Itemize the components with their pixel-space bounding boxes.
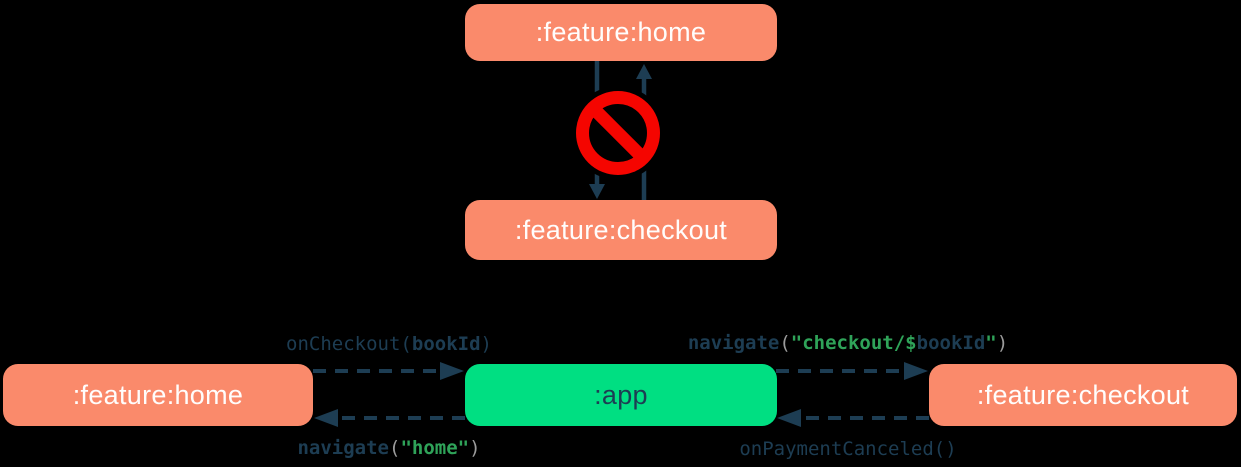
arrow-home-to-checkout (589, 61, 605, 199)
module-box-app: :app (465, 364, 777, 426)
code-segment: ) (469, 437, 481, 459)
code-segment: ( (779, 332, 791, 354)
module-box-feature-checkout-top: :feature:checkout (465, 200, 777, 260)
code-segment: onCheckout( (286, 333, 412, 355)
module-label-feature-checkout: :feature:checkout (976, 379, 1190, 410)
label-navigate-home-call: navigate("home") (297, 437, 480, 460)
code-segment: ) (480, 333, 492, 355)
module-label-app: :app (594, 379, 648, 410)
code-segment: "home" (400, 437, 470, 459)
no-entry-icon (571, 86, 665, 180)
code-segment: onPaymentCanceled() (739, 438, 957, 460)
module-box-feature-home: :feature:home (3, 364, 313, 426)
code-segment: bookId (411, 333, 481, 355)
code-segment: "checkout/$ (790, 332, 917, 354)
code-segment: ( (388, 437, 401, 459)
label-onpaymentcanceled-call: onPaymentCanceled() (739, 438, 956, 461)
arrow-checkout-to-home (636, 64, 652, 200)
arrow-app-to-checkout (776, 362, 928, 380)
label-navigate-checkout-call: navigate("checkout/$bookId") (688, 332, 1008, 355)
code-segment: navigate (687, 332, 780, 354)
code-segment: ) (996, 332, 1009, 354)
module-label-feature-home: :feature:home (72, 379, 244, 410)
arrow-checkout-to-app (777, 409, 929, 427)
module-box-feature-home-top: :feature:home (465, 4, 777, 61)
module-box-feature-checkout: :feature:checkout (929, 364, 1237, 426)
label-oncheckout-call: onCheckout(bookId) (286, 333, 492, 356)
module-label-feature-checkout-top: :feature:checkout (514, 214, 728, 245)
arrow-home-to-app (313, 362, 464, 380)
code-segment: bookId (916, 332, 986, 354)
arrow-app-to-home (314, 409, 465, 427)
module-label-feature-home-top: :feature:home (535, 17, 707, 47)
code-segment: navigate (297, 437, 389, 459)
code-segment: " (985, 332, 997, 354)
